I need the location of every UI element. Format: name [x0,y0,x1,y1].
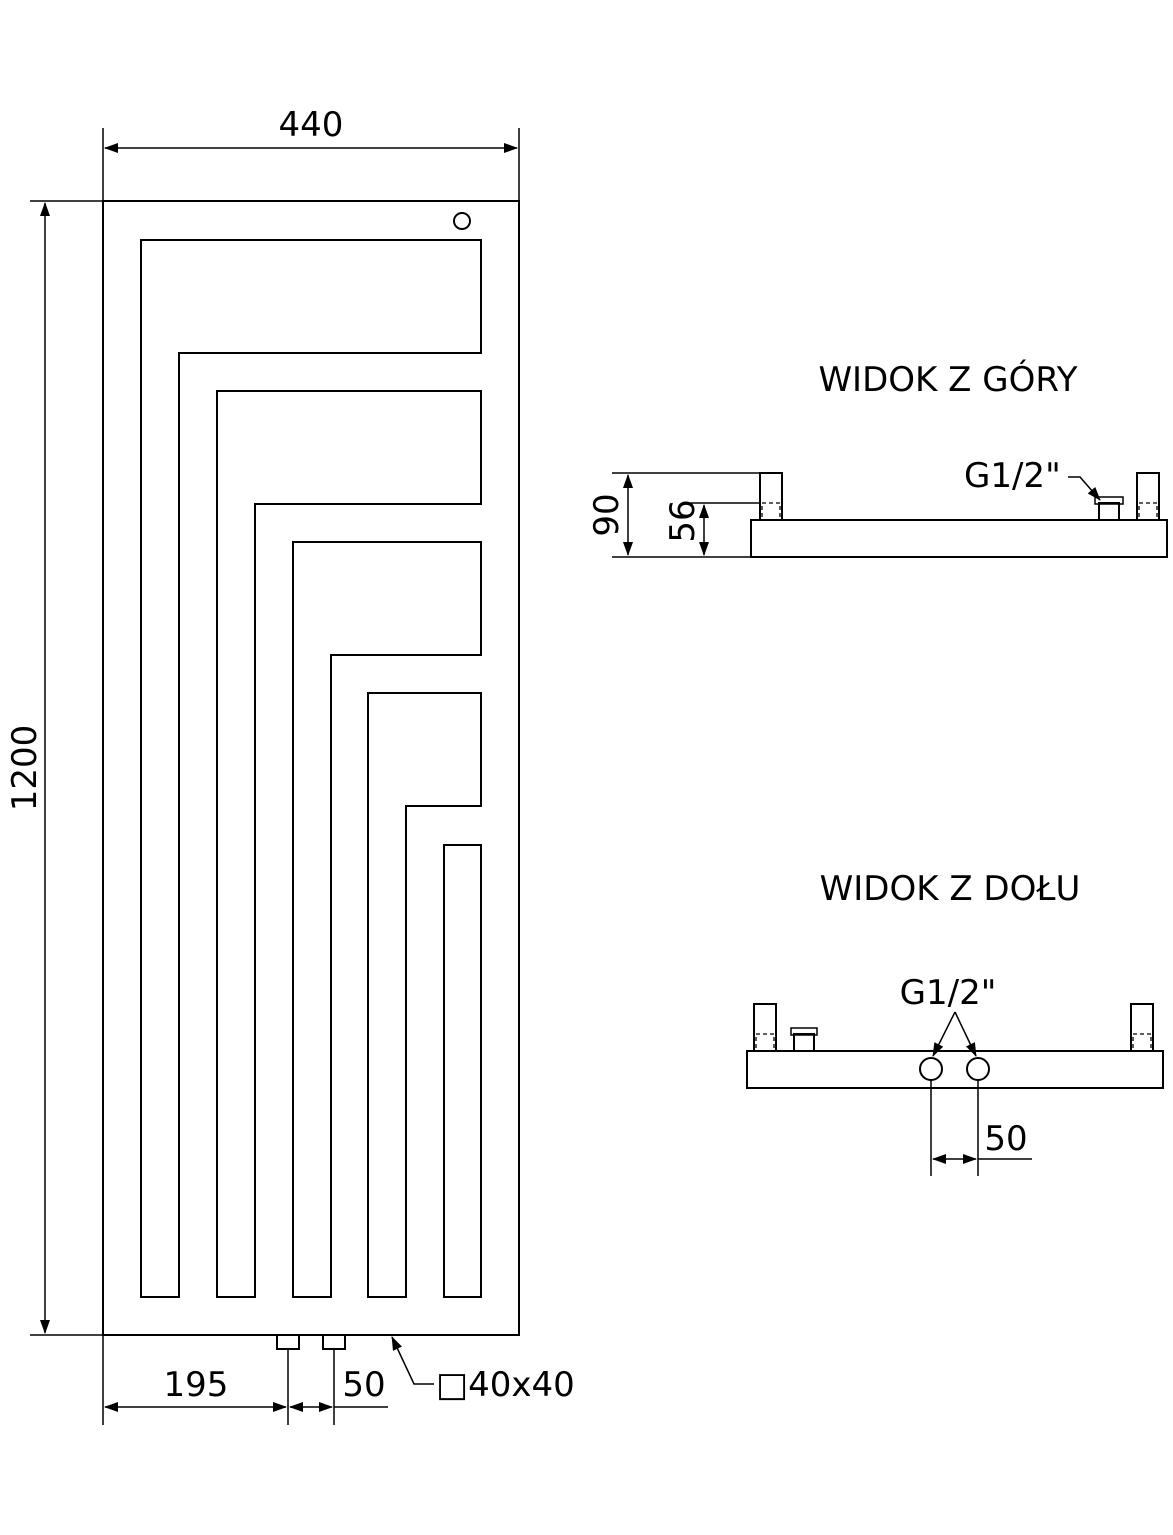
inner-depth-label: 56 [663,499,703,542]
connection-stub-right [322,1334,346,1350]
channel-4 [367,692,482,1298]
radiator-outline [102,200,520,1336]
height-label: 1200 [5,725,45,812]
bottom-view-bracket-left [753,1003,777,1052]
bottom-connection-left-icon [919,1057,943,1081]
bottom-view: WIDOK Z DOŁU G1/2" 50 [746,869,1164,1176]
bottom-connection-leader-right [954,1011,977,1057]
profile-leader [391,1336,434,1385]
width-label: 440 [279,105,344,145]
top-view-bracket-left [759,472,783,521]
bottom-view-bracket-right [1130,1003,1154,1052]
top-view-connection [1098,502,1120,521]
offset-label: 195 [164,1365,229,1405]
channel-5 [443,844,482,1298]
channel-1 [140,239,482,1298]
bottom-connection-right-icon [966,1057,990,1081]
bottom-view-title: WIDOK Z DOŁU [820,869,1081,909]
channel-3 [292,541,482,1298]
bottom-connection-leader-left [932,1011,956,1057]
top-connection-leader [1068,476,1101,501]
top-view-body [750,519,1168,558]
spacing-label: 50 [342,1365,385,1405]
channel-2 [216,390,482,1298]
top-view: WIDOK Z GÓRY 90 56 G1/2" [587,359,1168,558]
bottom-view-body [746,1050,1164,1089]
air-vent-icon [453,212,471,230]
connection-stub-left [276,1334,300,1350]
top-view-bracket-right [1136,472,1160,521]
depth-label: 90 [587,493,627,536]
front-view: 440 1200 195 50 □40x40 [5,105,575,1425]
bottom-connection-label: G1/2" [900,973,997,1013]
top-connection-label: G1/2" [964,456,1061,496]
bottom-spacing-label: 50 [984,1119,1027,1159]
profile-label: □40x40 [436,1365,575,1405]
top-view-title: WIDOK Z GÓRY [818,359,1077,400]
bottom-view-vent [793,1033,815,1052]
